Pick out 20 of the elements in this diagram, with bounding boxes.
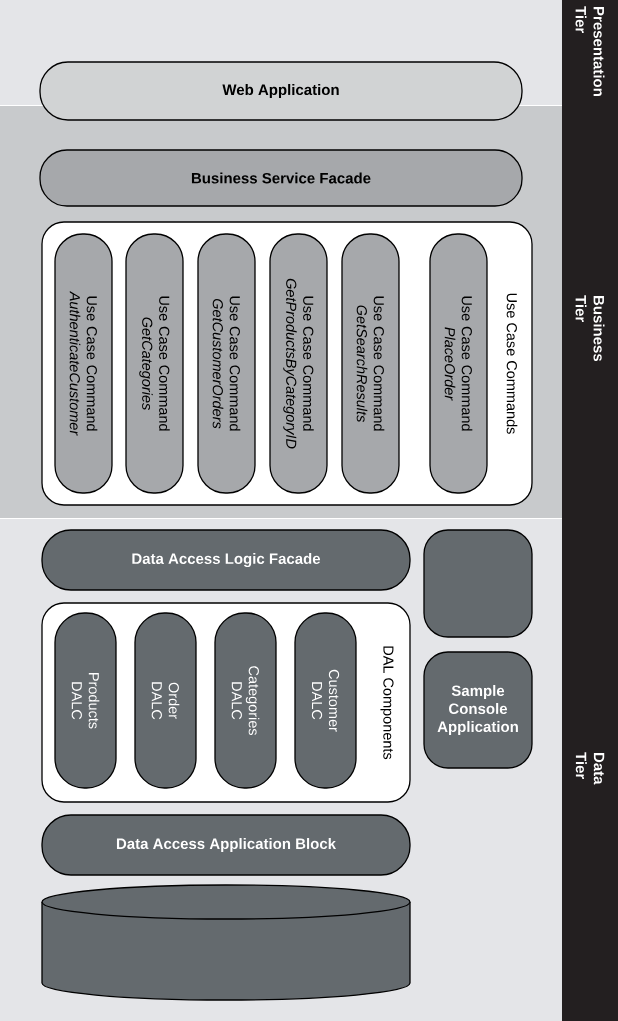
- component-pill: Categories DALC: [214, 612, 277, 789]
- component-box: Sample Console Application: [423, 651, 533, 769]
- component-pill: Order DALC: [134, 612, 197, 789]
- layer-pill: Business Service Facade: [39, 149, 523, 207]
- tier-label: Business Tier: [575, 295, 605, 362]
- layer-pill: Web Application: [39, 61, 523, 121]
- component-pill: Use Case Command GetProductsByCategoryID: [269, 233, 328, 494]
- component-box: [423, 529, 533, 638]
- component-pill: Products DALC: [54, 612, 117, 789]
- tier-label: Presentation Tier: [575, 6, 605, 96]
- component-pill: Customer DALC: [294, 612, 357, 789]
- layer-pill: Data Access Logic Facade: [41, 529, 411, 591]
- tier-label: Data Tier: [575, 752, 605, 785]
- layer-pill: Data Access Application Block: [41, 814, 411, 876]
- component-pill: Use Case Command GetCategories: [125, 233, 184, 494]
- database-cylinder: [41, 884, 411, 1001]
- component-pill: Use Case Command GetSearchResults: [341, 233, 400, 494]
- component-pill: Use Case Command PlaceOrder: [429, 233, 488, 494]
- component-pill: Use Case Command AuthenticateCustomer: [54, 233, 113, 494]
- component-pill: Use Case Command GetCustomerOrders: [197, 233, 256, 494]
